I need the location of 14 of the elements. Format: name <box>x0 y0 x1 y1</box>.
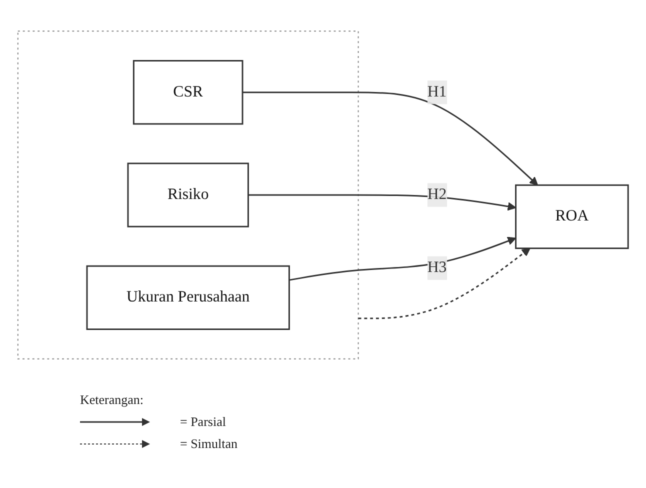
arrow <box>358 248 530 320</box>
node-box: Ukuran Perusahaan <box>86 265 290 330</box>
legend-heading: Keterangan: <box>80 392 144 408</box>
edge-label: H2 <box>427 186 447 203</box>
arrow <box>248 194 516 211</box>
arrow <box>289 236 516 281</box>
arrow <box>242 92 538 186</box>
edge-label: H1 <box>427 83 447 100</box>
edge-label: H3 <box>427 259 447 276</box>
legend-text: = Simultan <box>180 436 238 452</box>
legend-text: = Parsial <box>180 414 226 430</box>
node-box: Risiko <box>127 162 249 228</box>
node-box: ROA <box>515 184 629 250</box>
node-box: CSR <box>132 60 244 125</box>
